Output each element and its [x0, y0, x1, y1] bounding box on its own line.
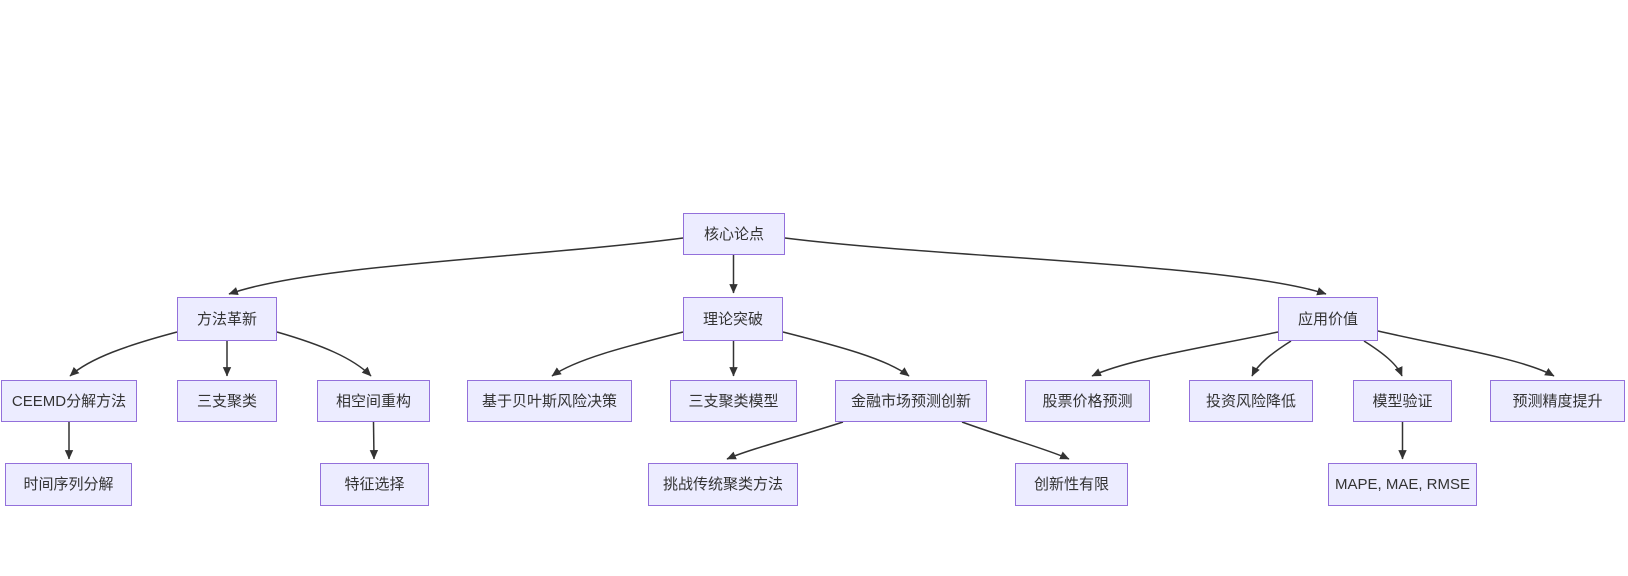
node-application-value: 应用价值 [1278, 297, 1378, 341]
node-three-way-model: 三支聚类模型 [670, 380, 797, 422]
node-bayes-risk-decision: 基于贝叶斯风险决策 [467, 380, 632, 422]
edge-application-to-invest [1251, 340, 1292, 377]
edge-phase-to-feature [369, 421, 379, 460]
node-prediction-accuracy-improvement: 预测精度提升 [1490, 380, 1625, 422]
node-three-way-clustering: 三支聚类 [177, 380, 277, 422]
edge-application-to-validation [1363, 340, 1403, 377]
node-challenge-traditional-clustering: 挑战传统聚类方法 [648, 463, 798, 506]
edge-theory-to-finance [782, 331, 910, 377]
edge-finance-to-limited [961, 421, 1070, 460]
node-model-validation: 模型验证 [1353, 380, 1452, 422]
node-theory-breakthrough: 理论突破 [683, 297, 783, 341]
edge-core-to-application [784, 237, 1327, 296]
node-core-thesis: 核心论点 [683, 213, 785, 255]
node-feature-selection: 特征选择 [320, 463, 429, 506]
edge-theory-to-bayes [551, 331, 684, 377]
node-stock-price-prediction: 股票价格预测 [1025, 380, 1150, 422]
edge-method-to-ceemd [69, 331, 178, 377]
edge-method-to-phase [276, 331, 372, 377]
node-finance-forecast-innovation: 金融市场预测创新 [835, 380, 987, 422]
edge-application-to-accuracy [1377, 330, 1555, 377]
edge-application-to-stock [1091, 331, 1279, 377]
node-time-series-decomposition: 时间序列分解 [5, 463, 132, 506]
node-error-metrics: MAPE, MAE, RMSE [1328, 463, 1477, 506]
node-phase-space-reconstruction: 相空间重构 [317, 380, 430, 422]
edge-core-to-method [228, 237, 684, 296]
node-investment-risk-reduction: 投资风险降低 [1189, 380, 1313, 422]
edge-finance-to-challenge [726, 421, 844, 460]
node-ceemd-decomposition: CEEMD分解方法 [1, 380, 137, 422]
node-method-innovation: 方法革新 [177, 297, 277, 341]
node-limited-innovation: 创新性有限 [1015, 463, 1128, 506]
